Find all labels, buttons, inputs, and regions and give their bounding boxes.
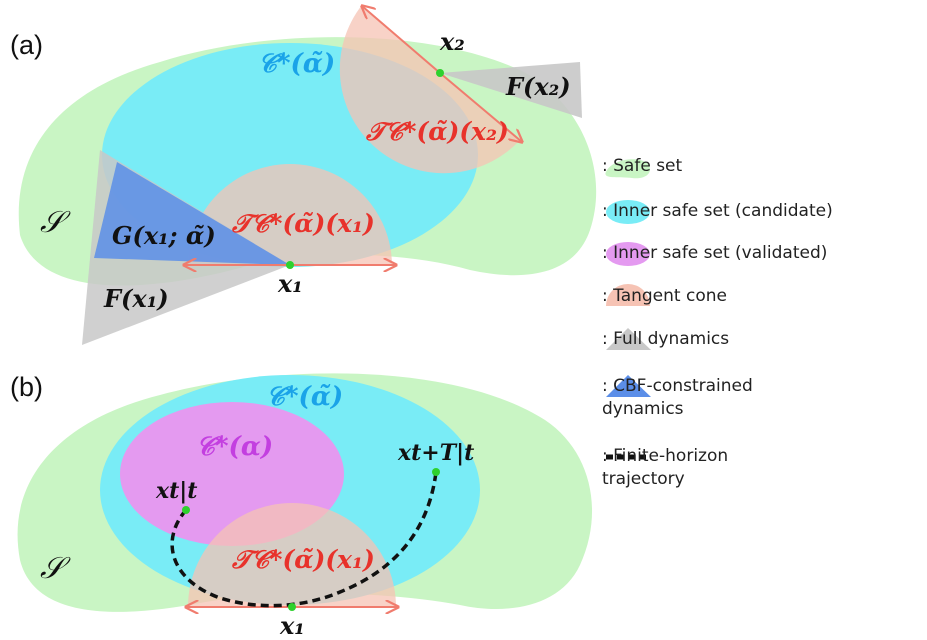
legend-item-full-dynamics: : Full dynamics	[602, 328, 729, 351]
legend-text: : CBF-constrained dynamics	[602, 376, 753, 419]
point-x1-b	[288, 603, 296, 611]
label-tangent-x2-a: 𝒯𝒞*(α̃)(x₂)	[365, 117, 509, 146]
cbf-dynamics-g	[94, 162, 290, 265]
point-x-end	[432, 468, 440, 476]
tangent-cone-x1-b	[188, 503, 396, 607]
panel-label-b: (b)	[10, 372, 43, 402]
legend-text: : Inner safe set (validated)	[602, 243, 828, 263]
legend-item-safe-set: : Safe set	[602, 155, 682, 178]
inner-validated-icon	[606, 242, 650, 266]
label-tangent-x1-a: 𝒯𝒞*(α̃)(x₁)	[231, 209, 375, 238]
finite-horizon-trajectory	[170, 471, 438, 608]
label-candidate-a: 𝒞*(α̃)	[258, 49, 335, 79]
legend-icons	[605, 159, 651, 460]
legend-item-cbf-dynamics: : CBF-constrained dynamics	[602, 375, 753, 421]
legend-text: : Inner safe set (candidate)	[602, 201, 833, 221]
inner-candidate-icon	[606, 200, 650, 224]
label-f-x2: F(x₂)	[505, 72, 571, 101]
panel-label-a: (a)	[10, 30, 43, 60]
label-validated-b: 𝒞*(α)	[196, 432, 273, 462]
legend-item-inner-validated: : Inner safe set (validated)	[602, 242, 827, 265]
label-x1-b: x₁	[279, 611, 305, 640]
label-f-x1: F(x₁)	[103, 284, 169, 313]
point-x1-a	[286, 261, 294, 269]
panel-a: 𝒮 𝒞*(α̃) 𝒯𝒞*(α̃)(x₁) 𝒯𝒞*(α̃)(x₂) G(x₁; α…	[18, 5, 597, 345]
safe-set-icon	[605, 159, 651, 179]
tangent-cone-icon	[606, 284, 650, 306]
point-x2-a	[436, 69, 444, 77]
point-x-start	[182, 506, 190, 514]
label-x2-a: x₂	[439, 27, 465, 56]
cbf-dynamics-icon	[606, 375, 651, 397]
tangent-cone-x2-a	[339, 5, 520, 174]
tangent-arrow-x2-up	[362, 6, 441, 74]
legend-text: : Finite-horizon trajectory	[602, 446, 729, 489]
label-g: G(x₁; α̃)	[112, 221, 216, 250]
label-x-end: xt+T|t	[397, 440, 474, 466]
tangent-arrow-x2-down	[439, 72, 522, 142]
full-dynamics-x2	[440, 62, 582, 118]
label-x-start: xt|t	[155, 478, 197, 504]
label-candidate-b: 𝒞*(α̃)	[266, 382, 343, 412]
panel-b: 𝒮 𝒞*(α̃) 𝒞*(α) 𝒯𝒞*(α̃)(x₁) xt|t xt+T|t x…	[17, 373, 593, 640]
legend-item-inner-candidate: : Inner safe set (candidate)	[602, 200, 833, 223]
legend-item-trajectory: : Finite-horizon trajectory	[602, 445, 728, 491]
legend-text: : Tangent cone	[602, 286, 727, 306]
full-dynamics-icon	[606, 328, 651, 350]
legend-text: : Full dynamics	[602, 329, 730, 349]
legend-text: : Safe set	[602, 156, 683, 176]
label-x1-a: x₁	[277, 269, 303, 298]
label-tangent-x1-b: 𝒯𝒞*(α̃)(x₁)	[231, 545, 375, 574]
legend-item-tangent-cone: : Tangent cone	[602, 285, 727, 308]
